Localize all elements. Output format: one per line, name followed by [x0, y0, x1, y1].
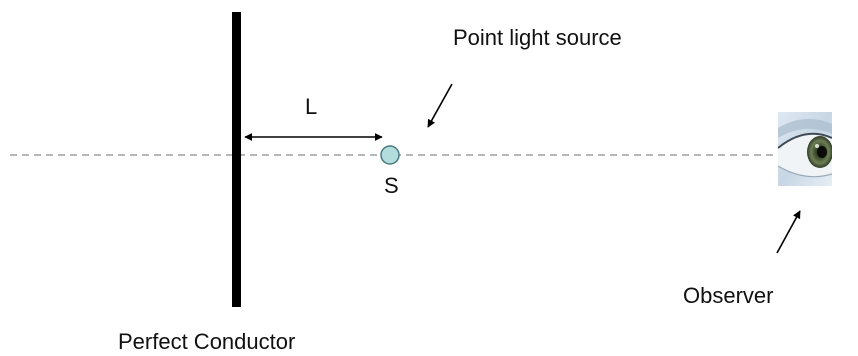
- distance-label: L: [305, 94, 317, 119]
- point-light-source-pointer: [427, 83, 453, 128]
- observer-label: Observer: [683, 283, 773, 308]
- source-label: S: [384, 173, 399, 198]
- point-source: [380, 145, 400, 165]
- perfect-conductor-wall: [232, 12, 241, 307]
- eye-icon: [778, 112, 832, 186]
- observer-pointer: [776, 210, 801, 254]
- conductor-label: Perfect Conductor: [118, 329, 295, 354]
- point-light-source-label: Point light source: [453, 25, 622, 50]
